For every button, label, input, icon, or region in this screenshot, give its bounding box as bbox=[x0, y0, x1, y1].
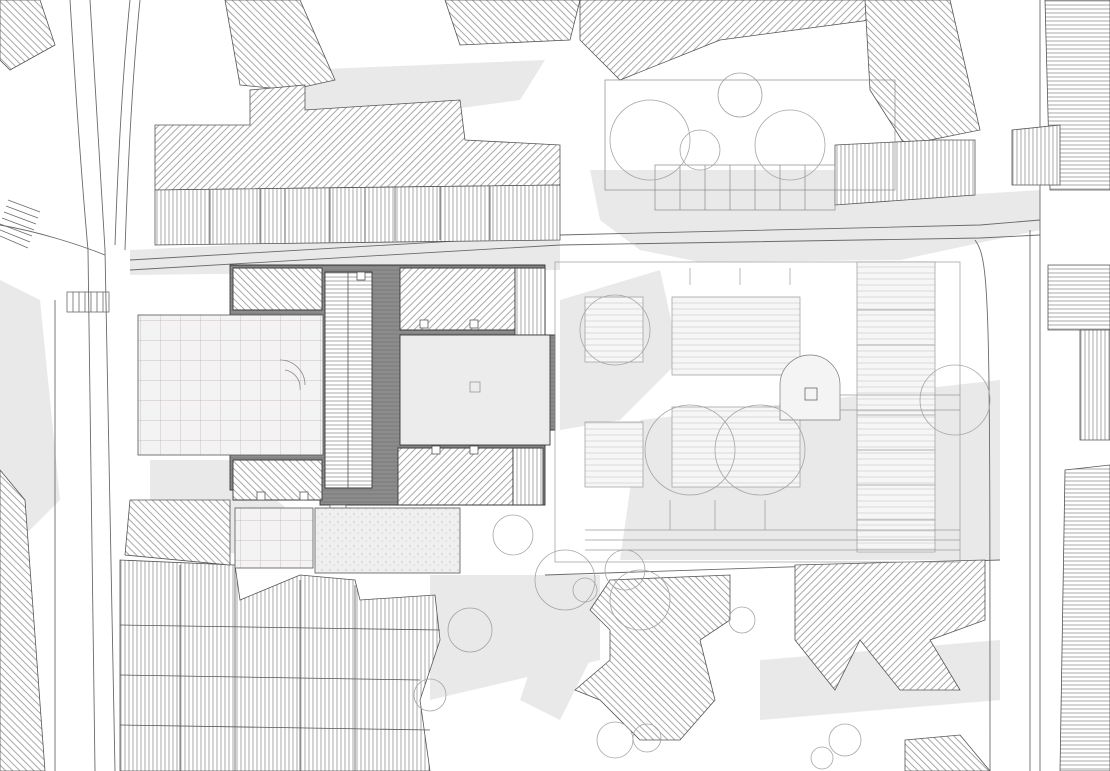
dormers bbox=[256, 271, 479, 501]
garden-bed-nw bbox=[584, 296, 644, 363]
west-glass-roof bbox=[137, 314, 324, 456]
building-south-right bbox=[794, 559, 986, 691]
west-annex bbox=[124, 499, 231, 566]
building-top-left bbox=[0, 0, 56, 71]
central-courtyard bbox=[399, 334, 551, 446]
garden-bed-sw bbox=[584, 421, 644, 488]
pedestrian-crossings bbox=[0, 199, 110, 313]
tree bbox=[604, 549, 646, 591]
roof-wing-ne bbox=[399, 267, 516, 331]
roof-wing-sw bbox=[232, 459, 323, 501]
trees bbox=[413, 72, 991, 770]
garden-bed-s bbox=[671, 406, 801, 488]
tree bbox=[754, 109, 826, 181]
crossing-north bbox=[0, 199, 41, 249]
square-kerbs bbox=[669, 268, 791, 530]
tree bbox=[447, 607, 493, 653]
tree bbox=[609, 99, 691, 181]
tree bbox=[572, 577, 598, 603]
tree bbox=[919, 364, 991, 436]
tree bbox=[644, 404, 736, 496]
garden-bed-east bbox=[856, 261, 936, 553]
upper-plaza bbox=[604, 79, 896, 211]
building-right-strip bbox=[1047, 264, 1110, 331]
roof-wing-se bbox=[397, 447, 514, 506]
tree bbox=[534, 549, 596, 611]
fountain-apse bbox=[779, 354, 841, 421]
tree bbox=[717, 72, 763, 118]
south-court-paving bbox=[314, 507, 461, 574]
parking-bays bbox=[654, 164, 836, 211]
east-bed-dividers bbox=[857, 309, 935, 521]
tree bbox=[492, 514, 534, 556]
tree bbox=[609, 569, 671, 631]
corridor-roof bbox=[324, 271, 373, 489]
east-square bbox=[554, 261, 961, 563]
tree bbox=[714, 404, 806, 496]
tree bbox=[413, 678, 447, 712]
tree bbox=[679, 129, 721, 171]
tree bbox=[632, 723, 662, 753]
building-top-d bbox=[864, 0, 981, 146]
tree bbox=[728, 606, 756, 634]
garden-bed-n bbox=[671, 296, 801, 376]
crossing-west bbox=[66, 291, 110, 313]
tree bbox=[810, 746, 834, 770]
tree bbox=[828, 723, 862, 757]
street-lines bbox=[0, 0, 1041, 771]
building-top-c bbox=[579, 0, 871, 81]
south-court-grid bbox=[234, 507, 314, 569]
courtyard-marker bbox=[469, 381, 481, 393]
building-block-southwest bbox=[119, 559, 441, 771]
building-top-b bbox=[444, 0, 581, 46]
south-courts bbox=[124, 499, 461, 574]
roof-tower-se bbox=[512, 447, 544, 506]
building-south-cross bbox=[574, 574, 731, 741]
building-left-edge bbox=[0, 469, 46, 771]
building-east-strip bbox=[834, 139, 976, 206]
building-top-a bbox=[224, 0, 336, 91]
roof-tower-ne bbox=[514, 267, 546, 336]
roof-wing-nw bbox=[232, 267, 323, 311]
tree bbox=[596, 721, 634, 759]
tree bbox=[579, 294, 651, 366]
